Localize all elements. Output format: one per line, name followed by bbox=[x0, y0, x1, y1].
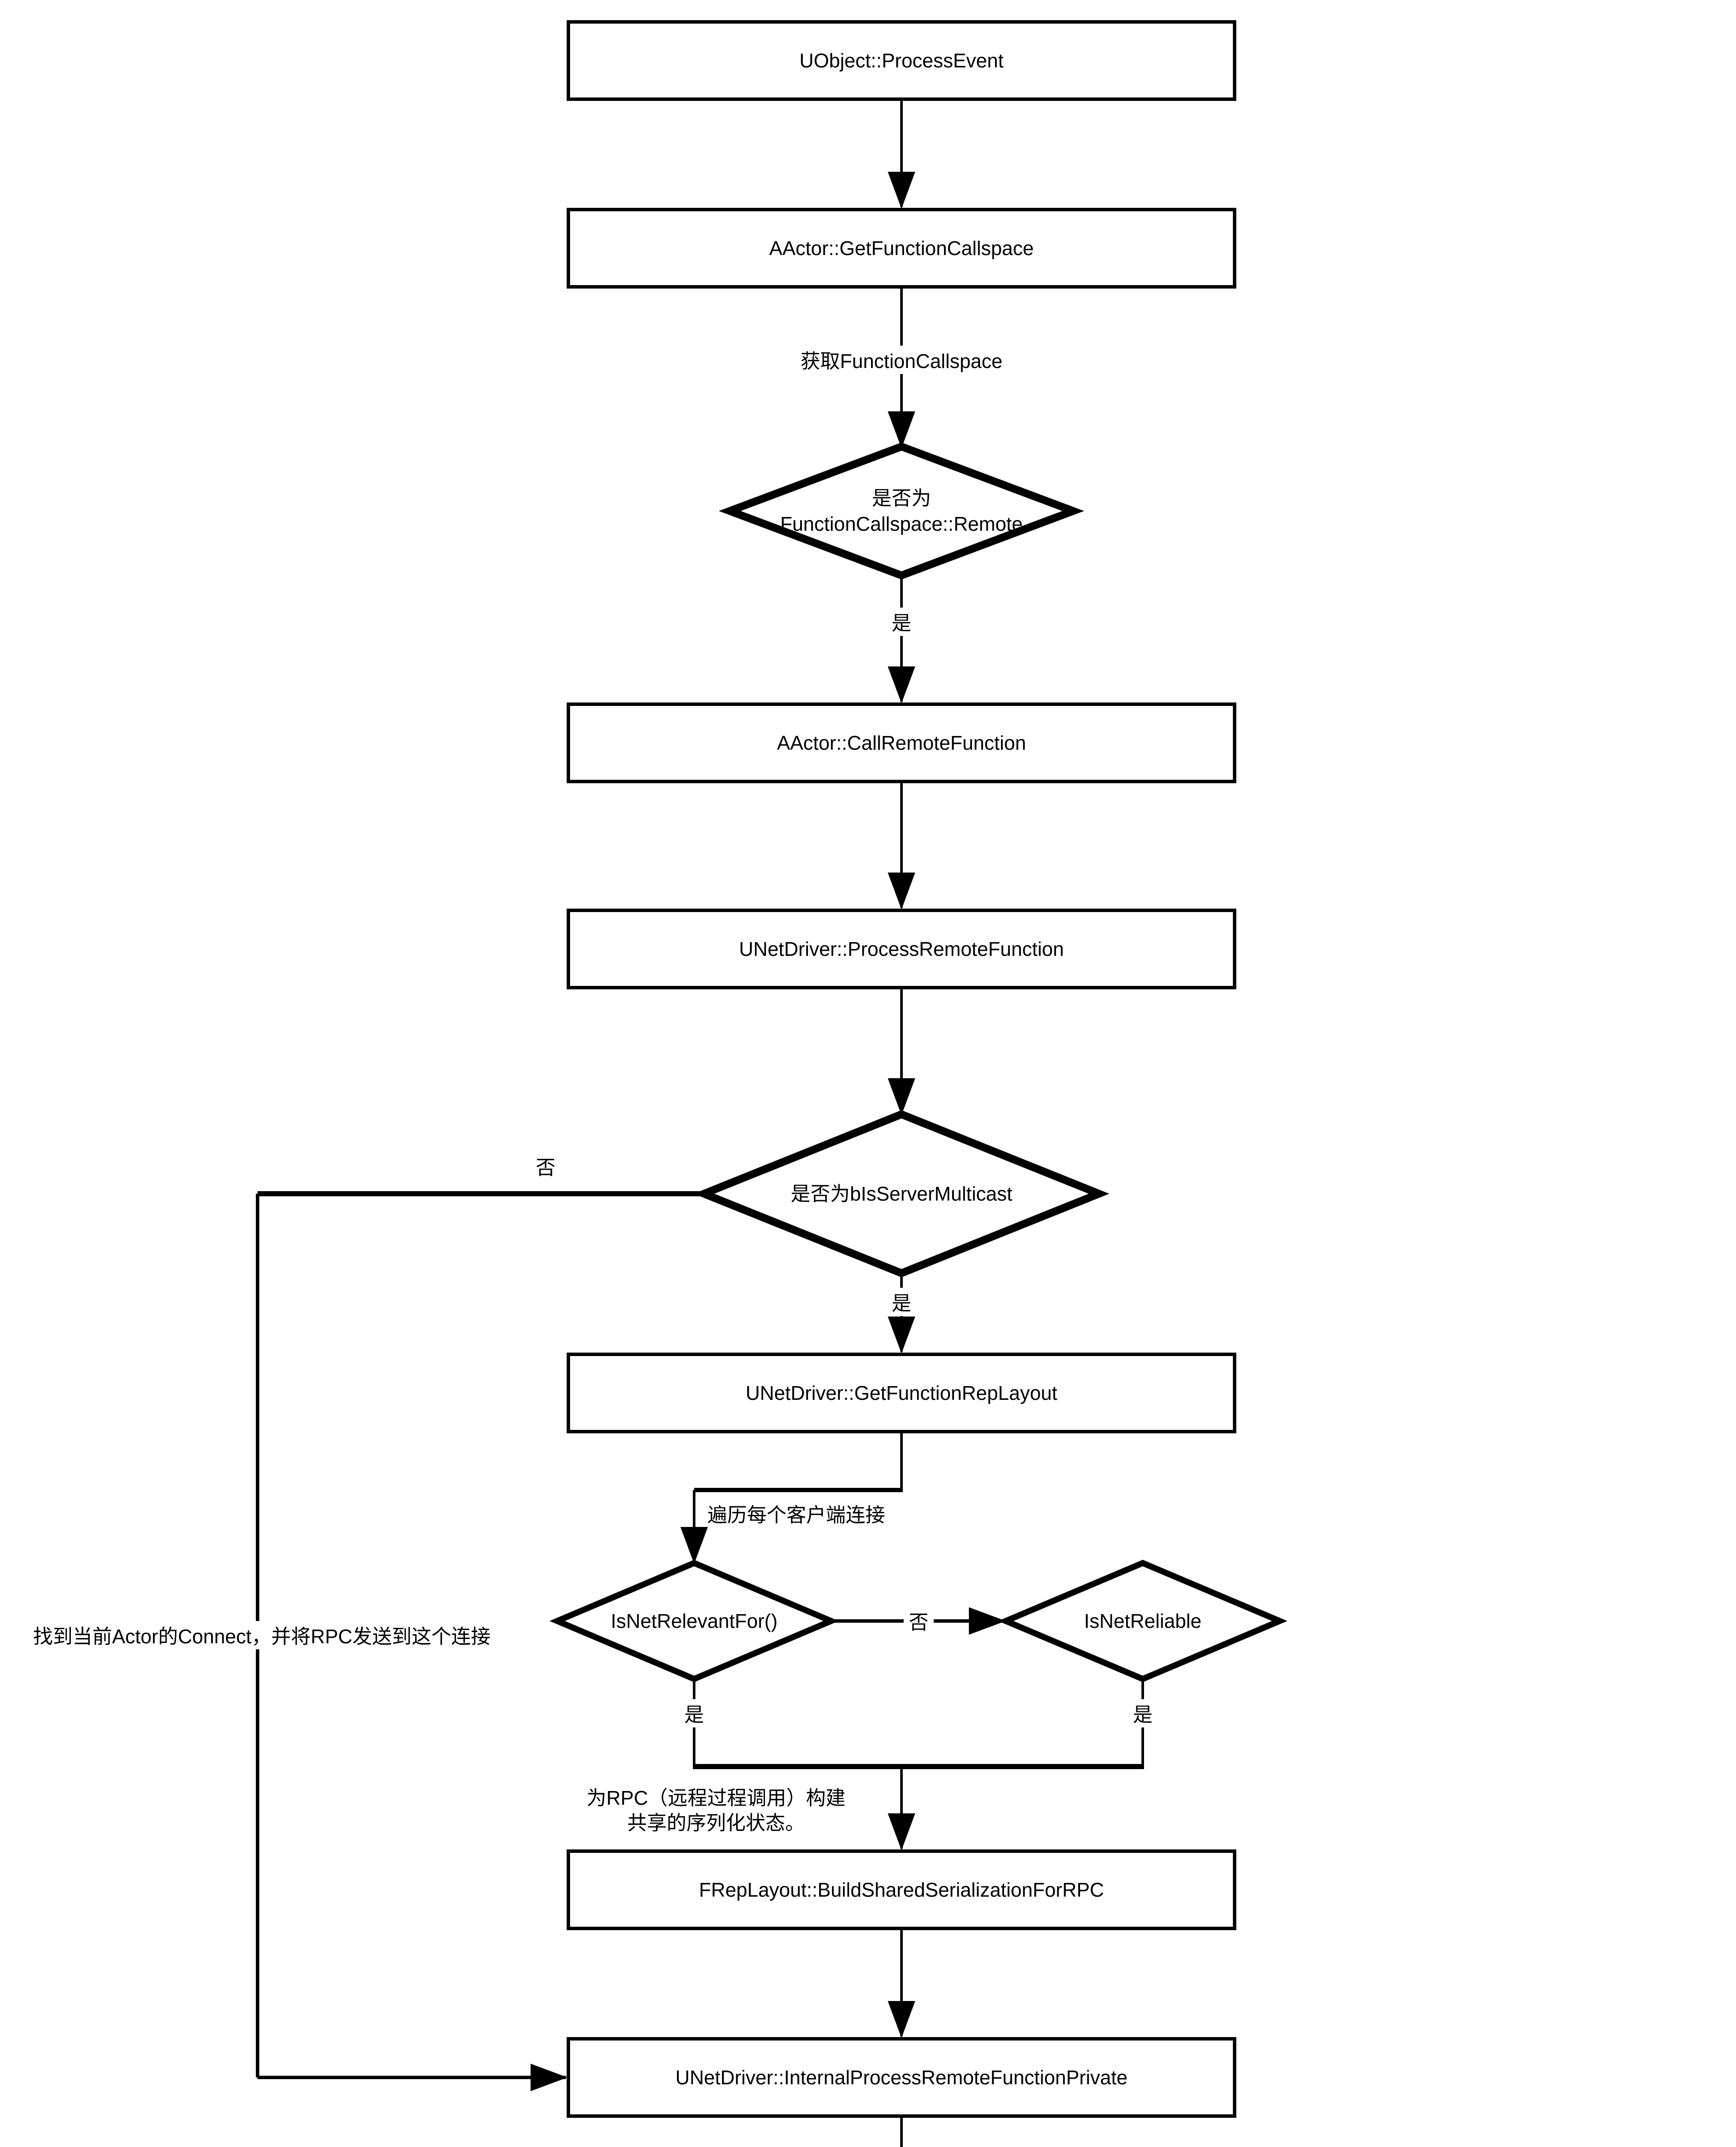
decision-label-line: 是否为bIsServerMulticast bbox=[790, 1183, 1013, 1205]
decision-isnetreliable-shape bbox=[998, 1560, 1287, 1682]
decision-isnetreliable-label: IsNetReliable bbox=[1084, 1608, 1202, 1634]
arrowhead-icon bbox=[680, 1527, 708, 1564]
decision-isnetrelevantfor-shape bbox=[549, 1560, 839, 1682]
node-label: AActor::GetFunctionCallspace bbox=[769, 237, 1034, 259]
node-label: UNetDriver::ProcessRemoteFunction bbox=[739, 938, 1064, 960]
arrowhead-icon bbox=[888, 873, 915, 909]
annotation-find-connect: 找到当前Actor的Connect，并将RPC发送到这个连接 bbox=[28, 1621, 496, 1649]
edge-label-yes: 是 bbox=[1128, 1699, 1158, 1727]
node-label: AActor::CallRemoteFunction bbox=[777, 732, 1026, 754]
edge-label-iterate-connections: 遍历每个客户端连接 bbox=[707, 1504, 885, 1526]
annotation-build-shared: 为RPC（远程过程调用）构建 共享的序列化状态。 bbox=[586, 1785, 845, 1835]
decision-isnetrelevantfor-label: IsNetRelevantFor() bbox=[611, 1608, 778, 1634]
edge-label-yes: 是 bbox=[886, 1288, 917, 1316]
edge-label-no: 否 bbox=[536, 1156, 555, 1179]
edge-label-no: 否 bbox=[904, 1607, 934, 1635]
arrowhead-icon bbox=[888, 1078, 915, 1115]
node-label: FRepLayout::BuildSharedSerializationForR… bbox=[699, 1879, 1104, 1901]
arrowhead-icon bbox=[531, 2064, 568, 2091]
node-freplayout-buildsharedserializationforrpc: FRepLayout::BuildSharedSerializationForR… bbox=[567, 1849, 1236, 1930]
arrowhead-icon bbox=[888, 666, 915, 703]
arrowhead-icon bbox=[969, 1607, 1006, 1635]
node-unetdriver-getfunctionreplayout: UNetDriver::GetFunctionRepLayout bbox=[567, 1353, 1236, 1433]
decision-label-line: IsNetRelevantFor() bbox=[610, 1610, 778, 1632]
arrowhead-icon bbox=[888, 2001, 915, 2038]
node-label: UObject::ProcessEvent bbox=[799, 49, 1004, 72]
decision-label-line: FunctionCallspace::Remote bbox=[780, 513, 1023, 535]
arrowhead-icon bbox=[888, 1317, 915, 1353]
edge-label-yes: 是 bbox=[886, 608, 917, 636]
arrowheads bbox=[531, 172, 1006, 2091]
annotation-line: 共享的序列化状态。 bbox=[627, 1812, 805, 1834]
arrowhead-icon bbox=[888, 411, 915, 448]
node-unetdriver-processremotefunction: UNetDriver::ProcessRemoteFunction bbox=[567, 909, 1236, 989]
decision-label-line: 是否为 bbox=[872, 487, 931, 509]
annotation-line: 为RPC（远程过程调用）构建 bbox=[586, 1787, 846, 1809]
node-uobject-processevent: UObject::ProcessEvent bbox=[567, 20, 1236, 101]
node-aactor-callremotefunction: AActor::CallRemoteFunction bbox=[567, 702, 1236, 783]
decision-functioncallspace-remote-label: 是否为 FunctionCallspace::Remote bbox=[780, 485, 1023, 537]
edge-label-yes: 是 bbox=[679, 1699, 709, 1727]
node-label: UNetDriver::GetFunctionRepLayout bbox=[745, 1382, 1058, 1404]
node-unetdriver-internalprocessremotefunctionprivate: UNetDriver::InternalProcessRemoteFunctio… bbox=[567, 2037, 1236, 2118]
decision-bisservermulticast-shape bbox=[693, 1110, 1110, 1277]
decision-bisservermulticast-label: 是否为bIsServerMulticast bbox=[791, 1181, 1012, 1207]
node-label: UNetDriver::InternalProcessRemoteFunctio… bbox=[675, 2066, 1128, 2089]
arrowhead-icon bbox=[888, 172, 915, 209]
decision-label-line: IsNetReliable bbox=[1084, 1610, 1202, 1632]
arrowhead-icon bbox=[888, 1813, 915, 1850]
node-aactor-getfunctioncallspace: AActor::GetFunctionCallspace bbox=[567, 208, 1236, 289]
edge-label-get-callspace: 获取FunctionCallspace bbox=[795, 346, 1008, 374]
decision-functioncallspace-remote-shape bbox=[719, 442, 1084, 580]
